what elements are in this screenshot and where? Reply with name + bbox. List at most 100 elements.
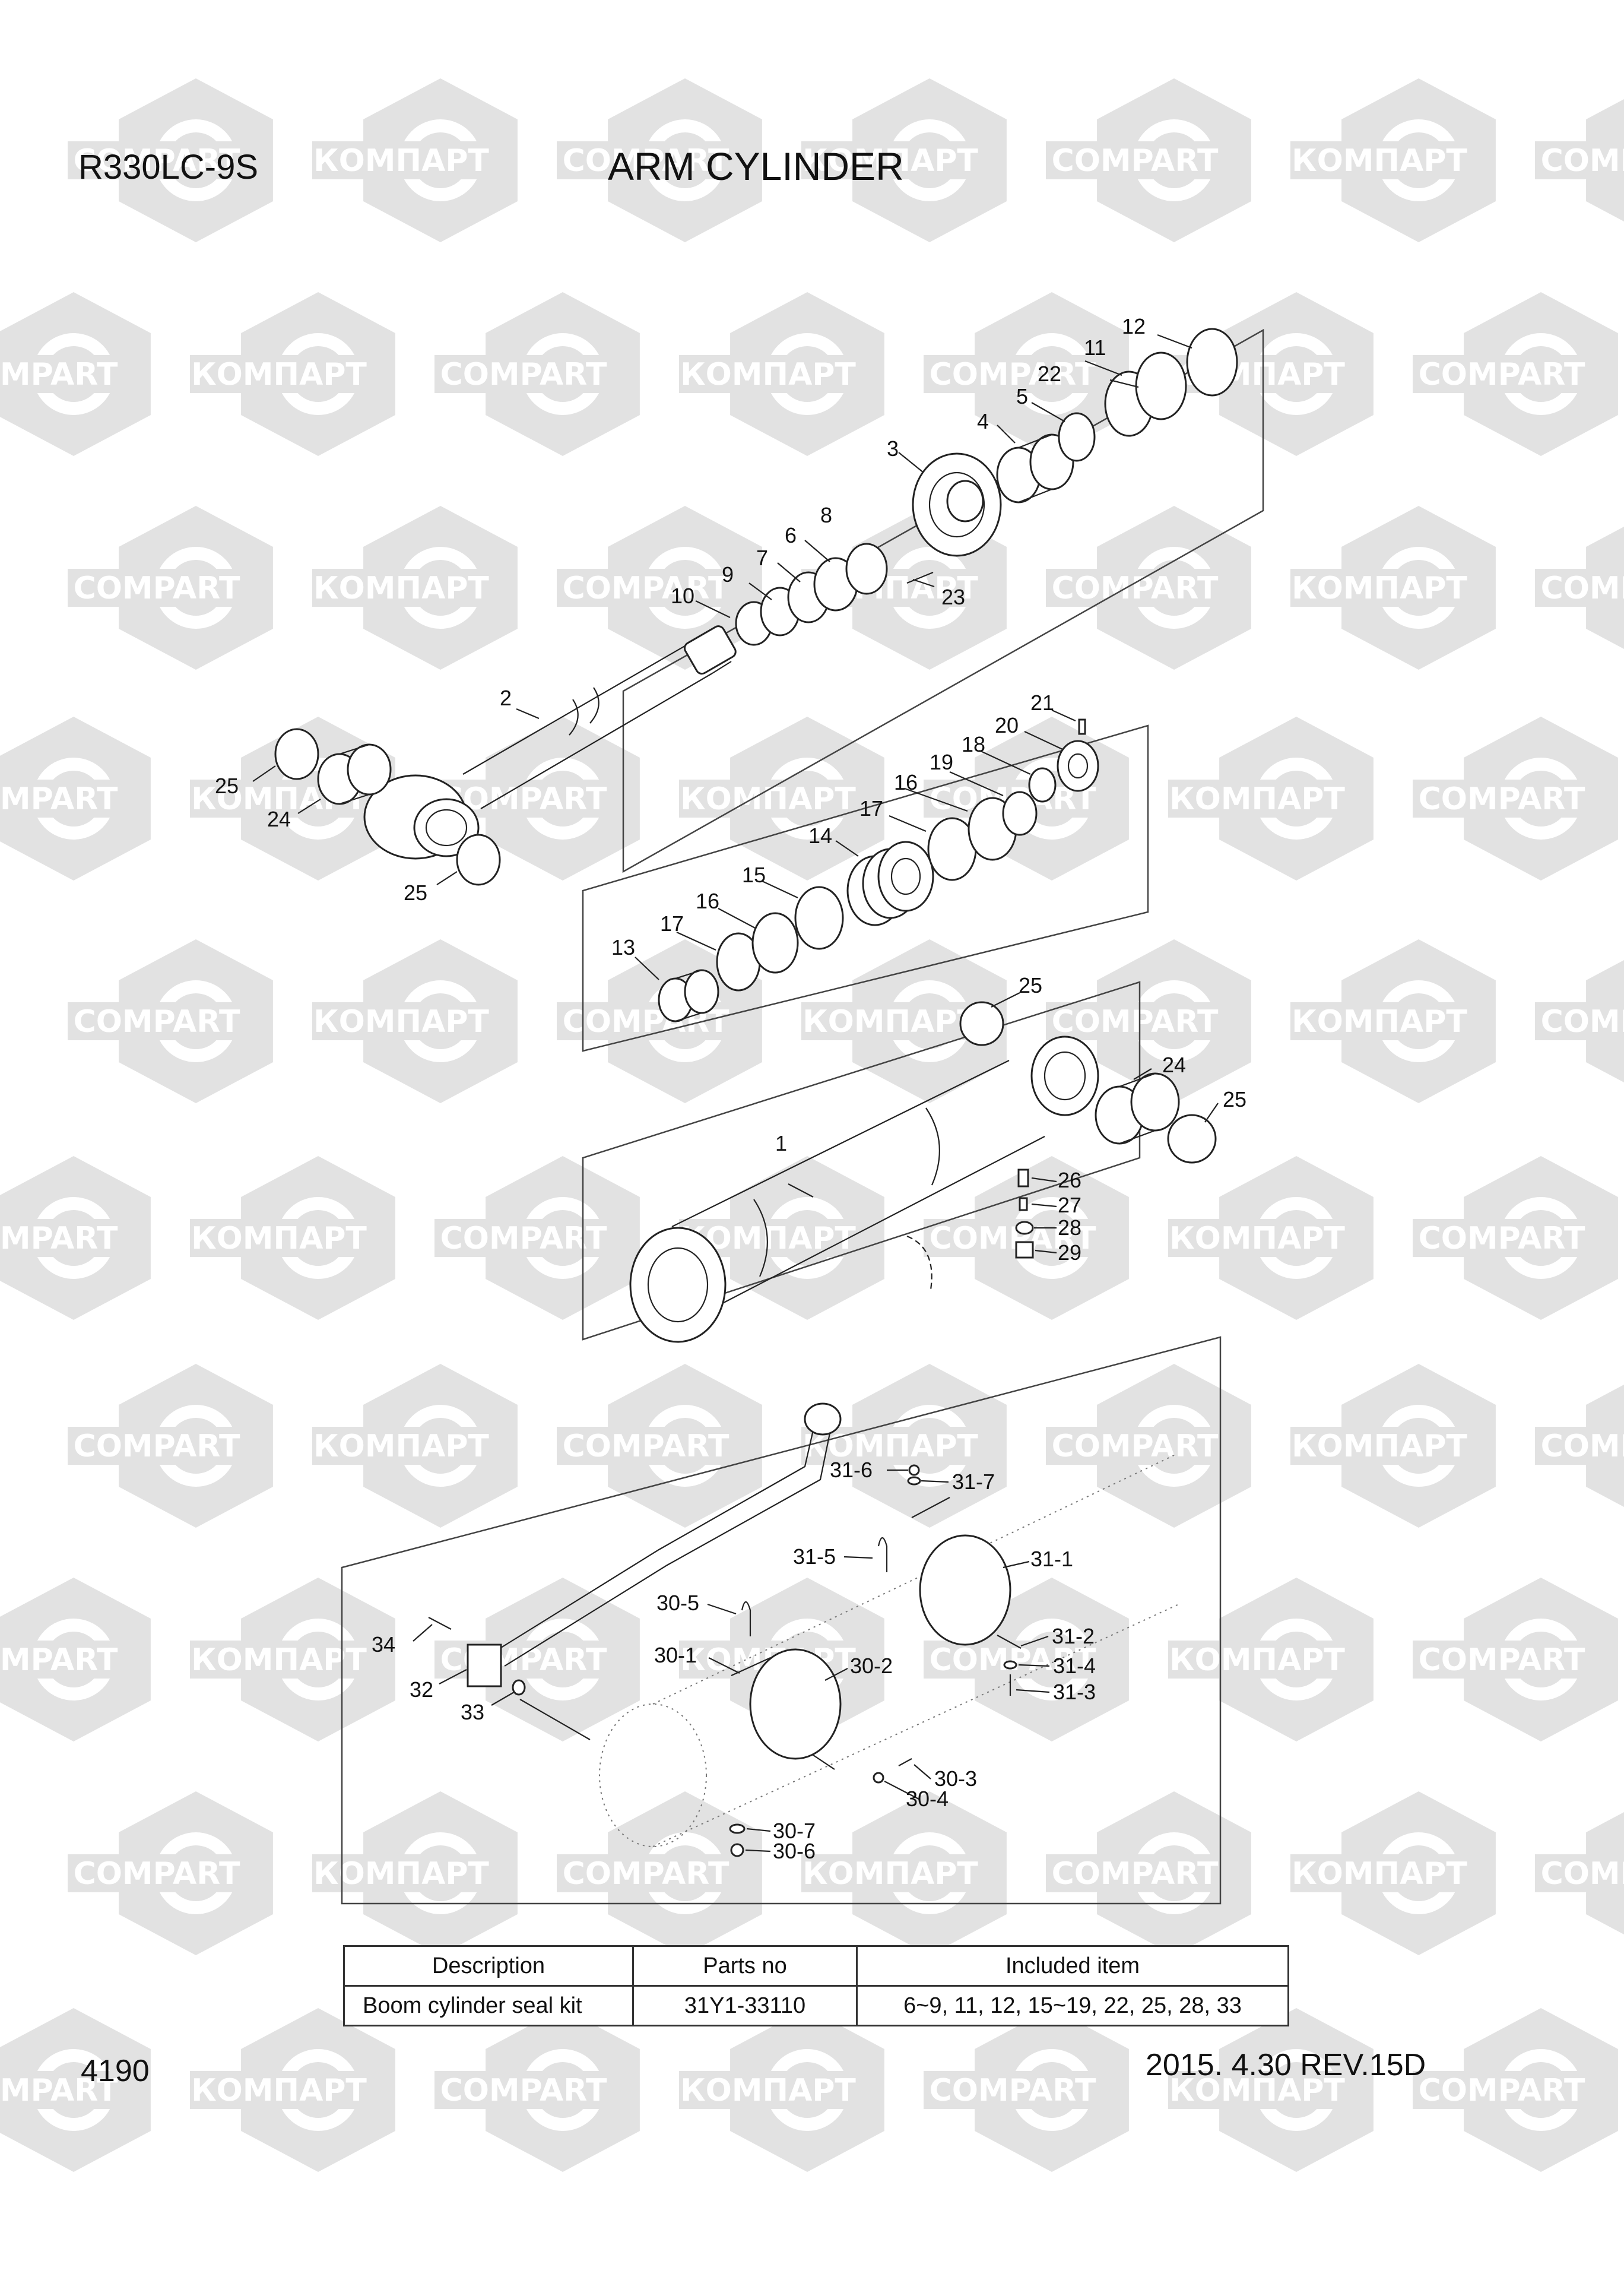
part-30-3-bolt [898,1758,912,1766]
watermark-text: COMPART [74,571,240,606]
callout-5: 5 [1016,384,1028,408]
callout-25: 25 [1223,1087,1246,1112]
watermark-banner [1413,355,1591,393]
part-24-bushing [317,743,392,805]
watermark-text: КОМПАРТ [1292,1004,1467,1040]
watermark-text: КОМПАРТ [680,2073,856,2108]
callout-23: 23 [941,585,965,609]
watermark-banner [1290,141,1468,179]
part-32-block [467,1644,502,1687]
watermark-text: COMPART [1419,2073,1585,2108]
watermark-text: COMPART [1419,357,1585,392]
watermark-text: КОМПАРТ [191,1221,367,1256]
callout-4: 4 [977,409,989,433]
callout-26: 26 [1058,1168,1081,1192]
watermark-banner [434,355,613,393]
watermark-text: COMPART [1541,571,1624,606]
watermark-banner [190,355,368,393]
part-30-clamp [731,1601,842,1770]
watermark-banner [0,1219,123,1257]
watermark-banner [190,2071,368,2109]
piping-assembly-frame [341,1336,1222,1905]
part-30-7-washer [729,1823,746,1834]
part-5-ring [1058,412,1096,462]
watermark-text: COMPART [1052,571,1219,606]
watermark-banner [1046,1854,1224,1892]
part-25-dust-seal [959,1001,1004,1046]
table-row: Boom cylinder seal kit 31Y1-33110 6~9, 1… [343,1985,1289,2026]
watermark-banner [0,1641,123,1679]
revision-date: 2015. 4.30 REV.15D [1146,2048,1426,2082]
watermark-banner [0,780,123,818]
callout-30-7: 30-7 [773,1819,816,1843]
watermark-text: COMPART [563,1429,729,1464]
callout-18: 18 [962,732,985,756]
watermark-banner [1046,1002,1224,1040]
watermark-text: COMPART [440,2073,607,2108]
callout-7: 7 [756,546,768,570]
watermark-text: КОМПАРТ [803,1429,978,1464]
watermark-text: COMPART [1419,1221,1585,1256]
callout-1: 1 [775,1131,787,1155]
watermark-text: КОМПАРТ [1292,1856,1467,1892]
callout-33: 33 [461,1700,484,1724]
watermark-text: COMPART [0,1221,118,1256]
callout-17: 17 [660,911,684,936]
watermark-banner [1535,1427,1624,1465]
part-12-ring [1186,328,1238,397]
watermark-text: COMPART [1419,1642,1585,1678]
callout-16: 16 [696,889,719,913]
callout-2: 2 [500,686,512,710]
watermark-banner [68,569,246,607]
watermark-text: КОМПАРТ [1292,571,1467,606]
watermark-banner [1535,569,1624,607]
watermark-banner [434,1641,613,1679]
callout-25: 25 [1019,973,1042,998]
callout-leaders [252,334,1219,1852]
part-23-bolt [906,571,934,584]
watermark-banner [1046,569,1224,607]
watermark-text: КОМПАРТ [313,143,489,179]
watermark-banner [924,355,1102,393]
watermark-banner [68,141,246,179]
watermark-banner [1168,780,1346,818]
part-25-dust-seal [456,834,501,886]
part-33-o-ring [512,1679,526,1696]
callout-30-2: 30-2 [850,1654,893,1678]
part-26-grease-nipple [1017,1168,1029,1188]
watermark-banner [801,1002,979,1040]
callout-6: 6 [785,523,797,547]
part-25-dust-seal [1167,1114,1217,1164]
watermark-banner [924,1219,1102,1257]
watermark-banner [924,2071,1102,2109]
watermark-text: COMPART [563,571,729,606]
part-3-rod-cover [912,452,1002,557]
watermark-text: КОМПАРТ [1169,2073,1345,2108]
callout-11: 11 [1084,335,1106,360]
part-28-o-ring [1015,1221,1034,1235]
watermark-banner [0,355,123,393]
watermark-text: COMPART [0,357,118,392]
part-16-ring [751,912,799,974]
part-21-set-screw [1078,718,1086,735]
callout-3: 3 [887,436,899,461]
callout-28: 28 [1058,1215,1081,1240]
callout-31-2: 31-2 [1052,1624,1095,1648]
callout-15: 15 [742,863,766,887]
watermark-banner [679,2071,857,2109]
watermark-banner [68,1002,246,1040]
watermark-text: COMPART [0,1642,118,1678]
watermark-text: КОМПАРТ [191,1642,367,1678]
watermark-text: КОМПАРТ [191,2073,367,2108]
part-25-dust-seal [274,728,319,780]
part-18-ring [1028,767,1057,803]
callout-16: 16 [894,770,918,794]
watermark-text: КОМПАРТ [1292,143,1467,179]
callout-34: 34 [372,1632,395,1657]
callout-24: 24 [267,807,291,831]
watermark-banner [68,1854,246,1892]
callout-labels: 1 2 3 4 5 6 7 8 9 10 11 12 13 14 15 16 1… [215,314,1246,1863]
part-34-bolt [428,1617,452,1630]
